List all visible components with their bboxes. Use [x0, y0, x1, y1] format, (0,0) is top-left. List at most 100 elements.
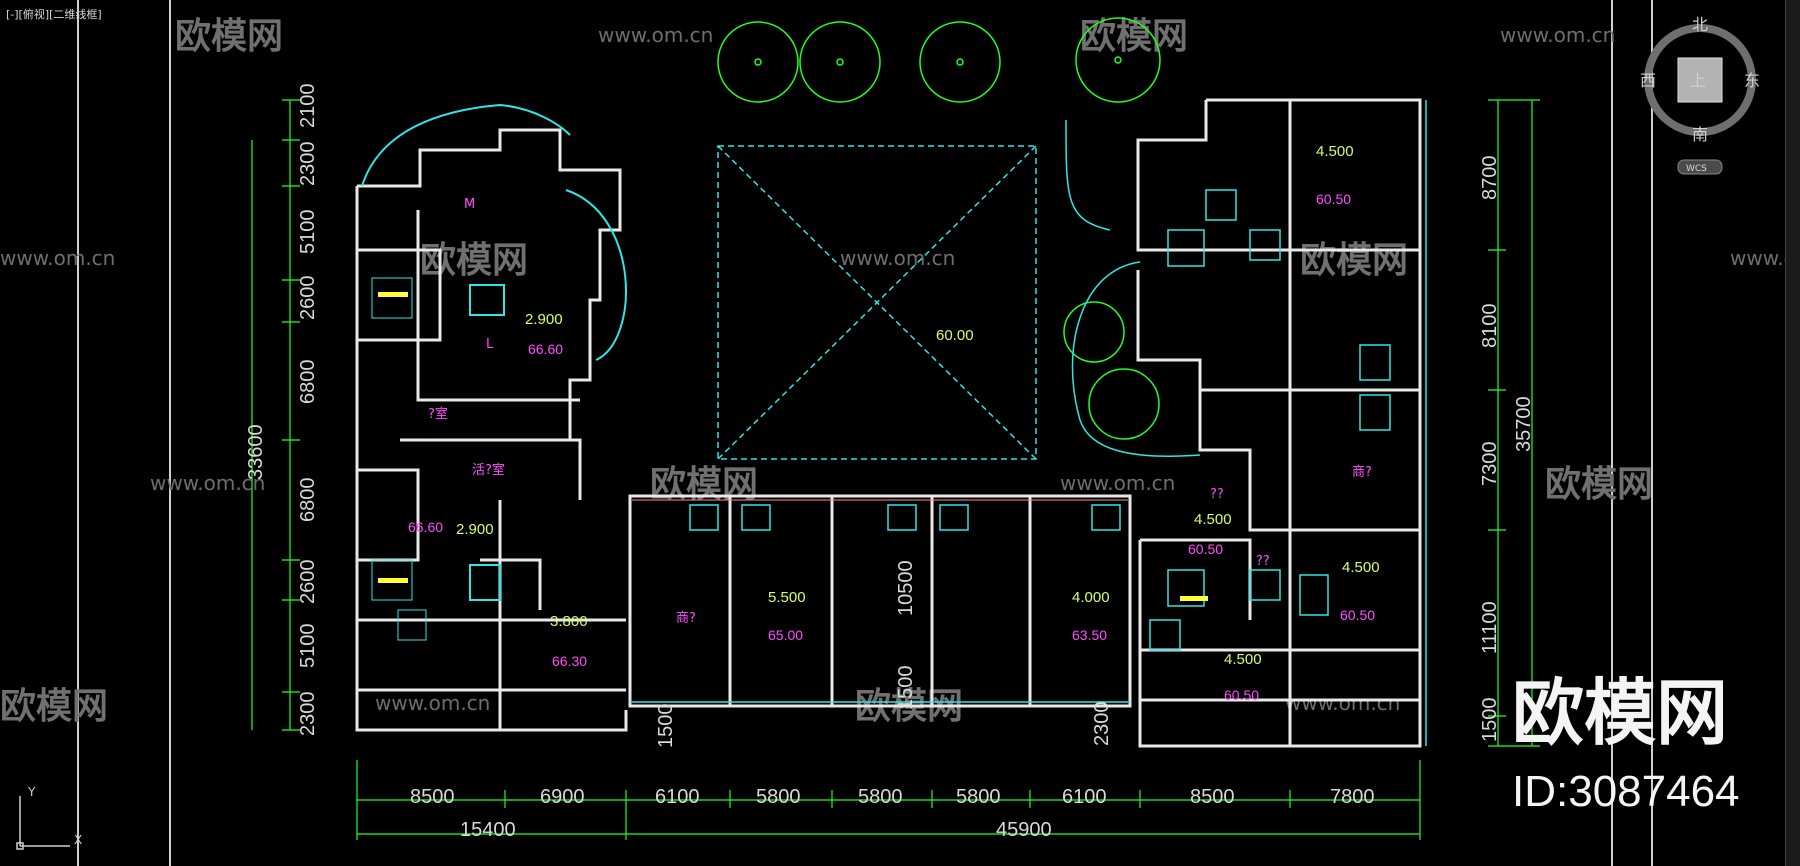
inner-dimension-texts: 1500 1500 2300 10500	[655, 560, 1113, 748]
dim-text: 6900	[540, 786, 585, 808]
viewcube-top-label: 上	[1690, 71, 1706, 90]
dim-text: 5800	[756, 786, 801, 808]
bottom-dimension-lines	[356, 760, 1421, 840]
watermark-url: www.om.cn	[0, 246, 115, 270]
right-dimension-texts: 8700 8100 7300 11100 1500 35700	[1479, 156, 1535, 743]
level-label: 4.500	[1342, 559, 1380, 576]
room-label: L	[486, 337, 494, 352]
left-stair-blocks	[371, 277, 427, 641]
ucs-x-label: X	[74, 833, 82, 847]
brand-overlay-id: ID:3087464	[1512, 767, 1740, 816]
left-building-walls	[355, 128, 628, 732]
left-building-curves	[361, 103, 627, 601]
dim-text: 6100	[655, 786, 700, 808]
dim-text: 8500	[1190, 786, 1235, 808]
area-label: 60.50	[1188, 541, 1223, 557]
ucs-y-label: Y	[27, 785, 36, 799]
dim-text: 1500	[1479, 698, 1501, 743]
watermark-brand: 欧模网	[175, 16, 283, 57]
level-labels: 2.900 2.900 3.800 5.500 4.000 4.500 4.50…	[456, 143, 1380, 668]
area-label: 60.50	[1224, 687, 1259, 703]
watermark-url: www.om.cn	[840, 246, 955, 270]
watermark-layer: 欧模网 www.om.cn 欧模网 www.om.cn www.om.cn 欧模…	[0, 16, 1800, 727]
dim-text: 8500	[410, 786, 455, 808]
dim-text: 1500	[655, 704, 677, 749]
dim-text: 2300	[297, 692, 319, 737]
level-label: 4.500	[1316, 143, 1354, 160]
tree-symbols	[717, 17, 1161, 440]
wcs-label: WCS	[1686, 164, 1707, 174]
watermark-url: www.om.cn	[598, 23, 713, 47]
dim-text: 5800	[956, 786, 1001, 808]
ucs-icon	[16, 796, 70, 850]
dim-text: 11100	[1479, 601, 1501, 654]
courtyard-outline	[717, 145, 1037, 460]
watermark-url: www.om.cn	[150, 471, 265, 495]
watermark-brand: 欧模网	[650, 464, 758, 505]
watermark-url: www.om.cn	[1285, 691, 1400, 715]
dim-text: 2600	[297, 560, 319, 605]
dim-text: 6100	[1062, 786, 1107, 808]
vertical-scrollbar[interactable]	[1785, 0, 1800, 866]
dim-text: 1500	[895, 666, 917, 711]
dim-text: 10500	[895, 560, 917, 616]
middle-building-walls	[628, 494, 1132, 708]
viewcube-face-top[interactable]	[1677, 57, 1723, 103]
room-label: M	[464, 197, 475, 212]
area-label: 66.60	[528, 341, 563, 357]
watermark-brand: 欧模网	[1300, 240, 1408, 281]
level-label: 4.500	[1224, 651, 1262, 668]
area-label: 65.00	[768, 627, 803, 643]
watermark-brand: 欧模网	[1545, 464, 1653, 505]
dim-text: 7300	[1479, 442, 1501, 487]
dim-text: 2300	[297, 142, 319, 187]
compass-south[interactable]: 南	[1692, 125, 1708, 144]
dim-text: 2300	[1091, 702, 1113, 747]
level-label: 4.000	[1072, 589, 1110, 606]
compass-ring[interactable]	[1644, 24, 1756, 136]
courtyard-level: 60.00	[936, 327, 974, 344]
area-label: 60.50	[1340, 607, 1375, 623]
right-dimension-lines	[1488, 99, 1540, 747]
dim-text: 5100	[297, 624, 319, 669]
dim-text: 2100	[297, 84, 319, 129]
area-label: 66.30	[552, 653, 587, 669]
drawing-frame-lines	[77, 0, 1653, 866]
level-label: 4.500	[1194, 511, 1232, 528]
dim-text-total: 33600	[245, 424, 267, 480]
dim-text: 6800	[297, 360, 319, 405]
watermark-brand: 欧模网	[0, 686, 108, 727]
compass-east[interactable]: 东	[1744, 71, 1760, 90]
watermark-url: www.om.cn	[1500, 23, 1615, 47]
compass-west[interactable]: 西	[1640, 71, 1656, 90]
dim-text-total: 15400	[460, 819, 516, 841]
level-label: 2.900	[525, 311, 563, 328]
brand-overlay-name: 欧模网	[1512, 671, 1728, 755]
dim-text: 5100	[297, 210, 319, 255]
area-labels: 66.60 66.60 66.30 65.00 63.50 60.50 60.5…	[408, 191, 1375, 703]
watermark-url: www.om.cn	[1060, 471, 1175, 495]
watermark-brand: 欧模网	[1080, 16, 1188, 57]
left-dimension-lines	[251, 99, 300, 731]
watermark-url: www.om.cn	[375, 691, 490, 715]
room-label: 商?	[676, 611, 696, 626]
area-label: 63.50	[1072, 627, 1107, 643]
dim-text: 6800	[297, 478, 319, 523]
room-label: 商?	[1352, 465, 1372, 480]
area-label: 66.60	[408, 519, 443, 535]
room-label: ??	[1256, 554, 1270, 569]
right-stair-marker	[1180, 596, 1208, 601]
wcs-button[interactable]	[1677, 159, 1723, 175]
room-label: ??	[1210, 487, 1224, 502]
compass-north[interactable]: 北	[1692, 15, 1708, 34]
level-label: 3.800	[550, 613, 588, 630]
dim-text: 5800	[858, 786, 903, 808]
left-dimension-texts: 2100 2300 5100 2600 6800 6800 2600 5100 …	[245, 84, 319, 737]
room-labels: 商? 商? ?室 活?室 ?? ?? M L	[428, 197, 1372, 626]
middle-stairs	[630, 504, 1130, 703]
right-building-details	[1065, 100, 1427, 746]
level-label: 2.900	[456, 521, 494, 538]
viewcube[interactable]: 上 北 南 东 西 WCS	[1640, 15, 1760, 175]
